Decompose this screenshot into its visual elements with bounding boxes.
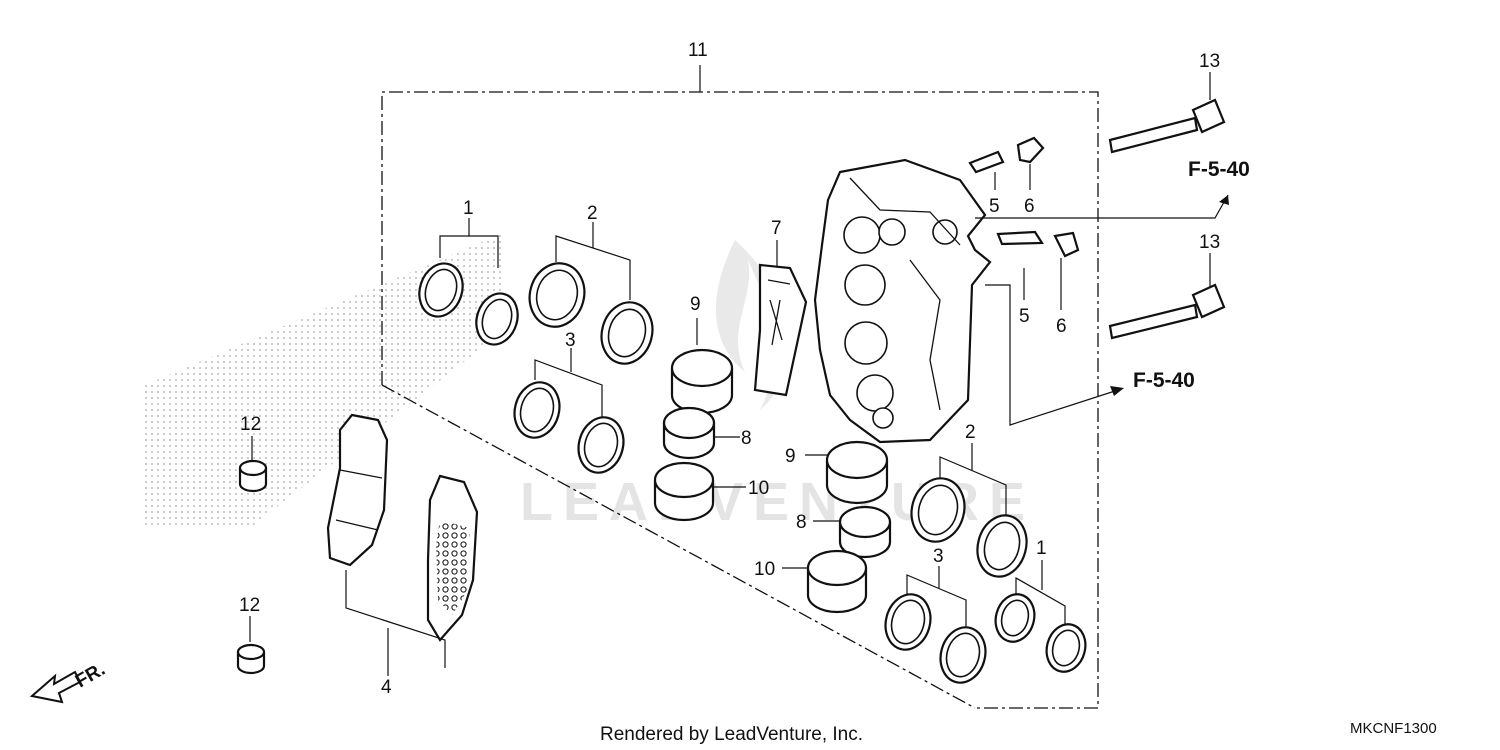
callout-13-upper: 13 <box>1199 51 1220 72</box>
callout-3-lower: 3 <box>933 546 944 567</box>
dust-seal-part-3-lower <box>884 566 987 684</box>
piston-seal-part-1-lower <box>994 560 1087 673</box>
callout-9-lower: 9 <box>785 446 796 467</box>
mounting-bolt-part-13-upper <box>1108 72 1226 154</box>
reference-arrow-upper <box>975 194 1229 219</box>
callout-1-upper: 1 <box>463 198 474 219</box>
mounting-bolt-part-13-lower <box>1108 253 1226 340</box>
piston-seal-part-2-lower <box>910 443 1028 578</box>
dust-seal-part-3-upper <box>513 348 625 474</box>
diagram-code: MKCNF1300 <box>1350 720 1437 737</box>
callout-1-lower: 1 <box>1036 538 1047 559</box>
callout-12-lower: 12 <box>239 595 260 616</box>
watermark-logo <box>145 232 790 528</box>
callout-5-upper: 5 <box>989 196 1000 217</box>
callout-6-lower: 6 <box>1056 316 1067 337</box>
assembly-outline <box>381 65 1099 709</box>
bleeder-cap-part-6-lower <box>1053 231 1080 310</box>
piston-part-10-upper <box>653 461 746 522</box>
callout-2-upper: 2 <box>587 203 598 224</box>
callout-12-upper: 12 <box>240 414 261 435</box>
callout-4: 4 <box>381 677 392 698</box>
callout-8-upper: 8 <box>741 428 752 449</box>
callout-3-upper: 3 <box>565 330 576 351</box>
callout-13-lower: 13 <box>1199 232 1220 253</box>
pad-collar-part-12-lower <box>236 616 266 675</box>
callout-7: 7 <box>771 218 782 239</box>
brake-pad-set-part-4 <box>326 413 479 676</box>
bleeder-valve-part-5-upper <box>968 150 1005 190</box>
reference-label-lower: F-5-40 <box>1133 369 1195 392</box>
reference-label-upper: F-5-40 <box>1188 158 1250 181</box>
piston-part-9-lower <box>805 440 889 505</box>
footer-credit: Rendered by LeadVenture, Inc. <box>600 724 863 745</box>
bleeder-valve-part-5-lower <box>996 230 1044 300</box>
pad-spring-part-7 <box>753 240 808 397</box>
piston-part-10-lower <box>782 549 868 614</box>
caliper-body <box>813 158 992 444</box>
callout-11: 11 <box>688 40 708 61</box>
piston-part-9-upper <box>670 318 734 415</box>
callout-10-upper: 10 <box>748 478 769 499</box>
callout-6-upper: 6 <box>1024 196 1035 217</box>
piston-seal-part-2-upper <box>528 222 654 365</box>
callout-5-lower: 5 <box>1019 306 1030 327</box>
callout-8-lower: 8 <box>796 512 807 533</box>
piston-seal-part-1-upper <box>418 218 519 346</box>
reference-arrow-lower <box>985 284 1124 426</box>
callout-2-lower: 2 <box>965 422 976 443</box>
front-direction-arrow <box>29 670 82 704</box>
bleeder-cap-part-6-upper <box>1016 136 1045 190</box>
direction-label: FR. <box>72 659 109 692</box>
callout-9-upper: 9 <box>690 294 701 315</box>
callout-10-lower: 10 <box>754 559 775 580</box>
piston-part-8-upper <box>662 406 740 460</box>
pad-collar-part-12-upper <box>238 436 268 493</box>
piston-part-8-lower <box>813 505 892 559</box>
